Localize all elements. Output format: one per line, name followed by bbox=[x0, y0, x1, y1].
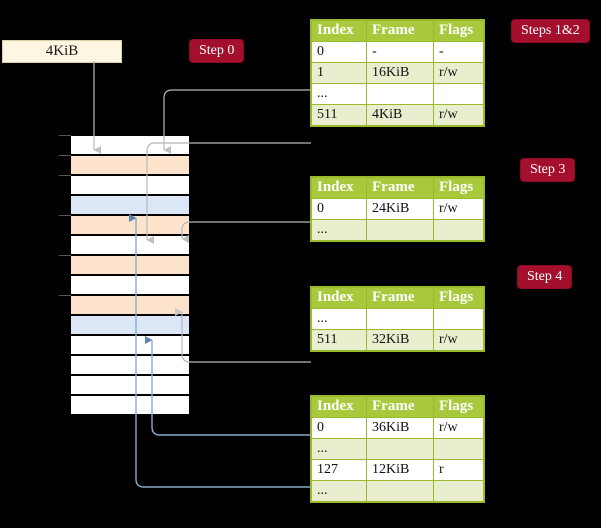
table-cell-index: ... bbox=[311, 438, 367, 460]
column-header-index: Index bbox=[311, 177, 367, 199]
memory-frame-row bbox=[70, 375, 190, 395]
table-cell-index: 0 bbox=[311, 41, 367, 63]
step-badge-step-0: Step 0 bbox=[190, 40, 244, 62]
source-frame-box: 4KiB bbox=[2, 40, 122, 63]
table-cell-index: 0 bbox=[311, 417, 367, 439]
table-cell-flags: - bbox=[433, 41, 484, 63]
memory-frame-row bbox=[59, 175, 190, 195]
table-cell-frame bbox=[366, 480, 434, 502]
table-cell-index: 0 bbox=[311, 198, 367, 220]
column-header-flags: Flags bbox=[433, 396, 484, 418]
memory-frame-tick bbox=[59, 255, 71, 256]
table-cell-frame bbox=[366, 308, 434, 330]
memory-frame-tick bbox=[59, 155, 71, 156]
table-cell-frame: - bbox=[366, 41, 434, 63]
table-cell-flags: r/w bbox=[433, 329, 484, 351]
column-header-frame: Frame bbox=[366, 177, 434, 199]
memory-frame-row bbox=[59, 295, 190, 315]
column-header-frame: Frame bbox=[366, 287, 434, 309]
table-cell-frame: 4KiB bbox=[366, 104, 434, 126]
table-cell-frame: 32KiB bbox=[366, 329, 434, 351]
table-cell-flags: r/w bbox=[433, 62, 484, 84]
table-row: ... bbox=[311, 219, 484, 241]
table-cell-index: ... bbox=[311, 308, 367, 330]
table-cell-index: 127 bbox=[311, 459, 367, 481]
memory-frame-row bbox=[70, 195, 190, 215]
table-row: 0-- bbox=[311, 41, 484, 63]
physical-memory-column bbox=[59, 135, 190, 415]
table-cell-frame: 36KiB bbox=[366, 417, 434, 439]
table-cell-frame bbox=[366, 438, 434, 460]
table-cell-flags bbox=[433, 480, 484, 502]
table-cell-flags bbox=[433, 219, 484, 241]
column-header-frame: Frame bbox=[366, 396, 434, 418]
memory-frame-row bbox=[70, 235, 190, 255]
table-cell-flags: r bbox=[433, 459, 484, 481]
table-cell-index: ... bbox=[311, 480, 367, 502]
source-frame-label: 4KiB bbox=[45, 43, 79, 59]
table-row: ... bbox=[311, 308, 484, 330]
column-header-index: Index bbox=[311, 20, 367, 42]
table-cell-index: ... bbox=[311, 219, 367, 241]
table-row: ... bbox=[311, 480, 484, 502]
table-cell-frame: 24KiB bbox=[366, 198, 434, 220]
table-cell-index: 511 bbox=[311, 329, 367, 351]
table-cell-index: 511 bbox=[311, 104, 367, 126]
column-header-flags: Flags bbox=[433, 20, 484, 42]
table-cell-flags: r/w bbox=[433, 104, 484, 126]
step-badge-step-3: Step 3 bbox=[521, 159, 575, 181]
memory-frame-row bbox=[70, 395, 190, 415]
memory-frame-row bbox=[70, 315, 190, 335]
column-header-index: Index bbox=[311, 287, 367, 309]
table-cell-index: 1 bbox=[311, 62, 367, 84]
table-row: ... bbox=[311, 83, 484, 105]
table-cell-flags: r/w bbox=[433, 198, 484, 220]
memory-frame-tick bbox=[59, 295, 71, 296]
table-cell-index: ... bbox=[311, 83, 367, 105]
memory-frame-row bbox=[59, 155, 190, 175]
step-badge-step-4: Step 4 bbox=[518, 266, 572, 288]
table-cell-flags: r/w bbox=[433, 417, 484, 439]
memory-frame-row bbox=[59, 135, 190, 155]
memory-frame-tick bbox=[59, 215, 71, 216]
table-cell-frame bbox=[366, 83, 434, 105]
memory-frame-row bbox=[70, 275, 190, 295]
table-cell-flags bbox=[433, 438, 484, 460]
memory-frame-tick bbox=[59, 175, 71, 176]
column-header-frame: Frame bbox=[366, 20, 434, 42]
memory-frame-row bbox=[70, 355, 190, 375]
memory-frame-row bbox=[70, 335, 190, 355]
column-header-index: Index bbox=[311, 396, 367, 418]
memory-frame-tick bbox=[59, 135, 71, 136]
table-cell-frame: 16KiB bbox=[366, 62, 434, 84]
table-row: ... bbox=[311, 438, 484, 460]
table-cell-frame bbox=[366, 219, 434, 241]
table-cell-frame: 12KiB bbox=[366, 459, 434, 481]
step-badge-steps-1-2: Steps 1&2 bbox=[512, 20, 589, 42]
column-header-flags: Flags bbox=[433, 177, 484, 199]
column-header-flags: Flags bbox=[433, 287, 484, 309]
table-cell-flags bbox=[433, 83, 484, 105]
memory-frame-row bbox=[59, 255, 190, 275]
table-cell-flags bbox=[433, 308, 484, 330]
memory-frame-row bbox=[59, 215, 190, 235]
